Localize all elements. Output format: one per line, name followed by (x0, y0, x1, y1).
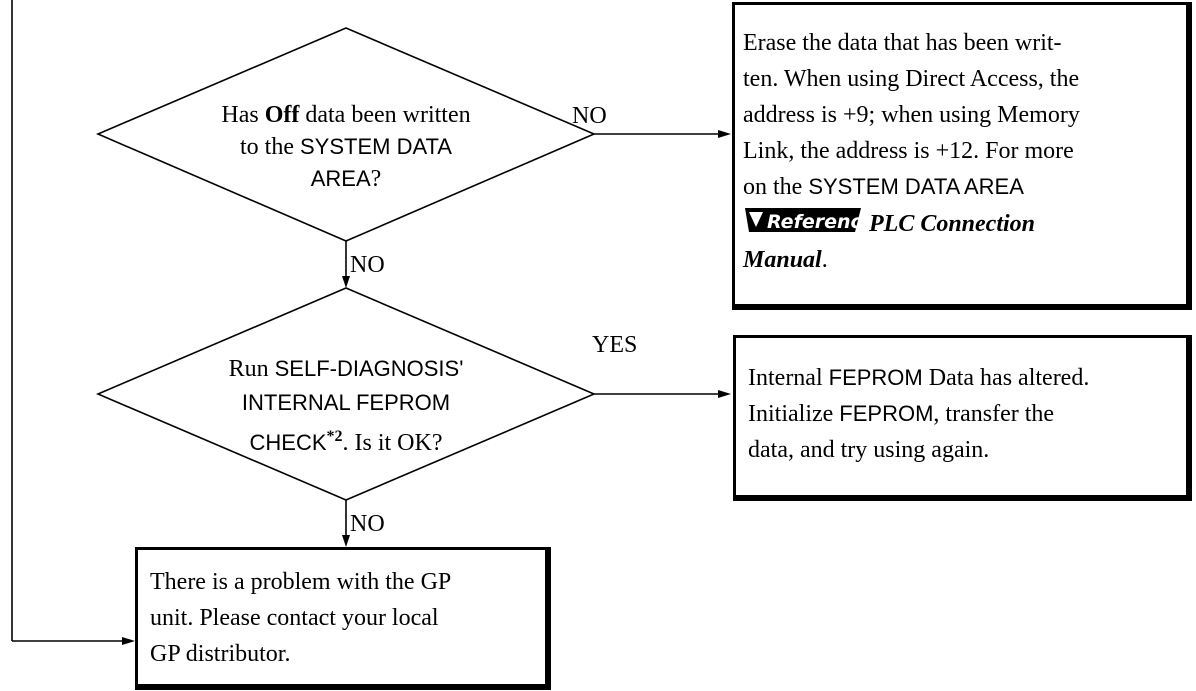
text-span: . (821, 247, 828, 273)
text-span: address is +9; when using Memory (743, 102, 1080, 128)
problem-box-line-2: unit. Please contact your local (150, 600, 539, 636)
text-span: . Is it OK? (342, 430, 443, 456)
bold-text-span: Off (264, 102, 300, 128)
decision-2-line-2: INTERNAL FEPROM (242, 390, 450, 416)
bold-italic-text-span: PLC Connection (863, 211, 1036, 237)
arrowhead-to-problem-box (122, 637, 135, 645)
reference-badge-icon: Reference (743, 205, 875, 235)
gp-problem-box: There is a problem with the GP unit. Ple… (135, 547, 551, 690)
text-span: data, and try using again. (748, 437, 990, 463)
text-span: ten. When using Direct Access, the (743, 66, 1080, 92)
text-span: unit. Please contact your local (150, 605, 439, 631)
text-span: data been written (299, 102, 471, 128)
sans-text-span: CHECK (249, 430, 327, 455)
arrowhead-d1-right (718, 130, 731, 138)
text-span: Has (221, 102, 265, 128)
sans-text-span: SELF-DIAGNOSIS' (274, 356, 464, 381)
decision-1-text: Has Off data been written to the SYSTEM … (98, 100, 594, 195)
sans-text-span: INTERNAL FEPROM (241, 390, 451, 415)
decision-1-no-label-down: NO (350, 252, 385, 278)
erase-box-line-7: Manual. (743, 242, 1180, 278)
decision-1-line-2: to the SYSTEM DATA (240, 134, 452, 160)
problem-box-line-3: GP distributor. (150, 636, 539, 672)
svg-text:Reference: Reference (767, 211, 863, 233)
text-span: There is a problem with the GP (150, 569, 452, 595)
sans-text-span: AREA (310, 166, 371, 191)
text-span: Run (228, 356, 275, 382)
text-span: Internal (748, 365, 829, 391)
sans-text-span: FEPROM (839, 401, 934, 426)
feprom-box-line-3: data, and try using again. (748, 432, 1180, 468)
decision-2-text: Run SELF-DIAGNOSIS' INTERNAL FEPROM CHEC… (98, 352, 594, 460)
text-span: Link, the address is +12. For more (743, 138, 1074, 164)
bold-italic-text-span: Manual (743, 247, 822, 273)
text-span: Initialize (748, 401, 840, 427)
decision-2-yes-label: YES (592, 332, 638, 358)
feprom-altered-box: Internal FEPROM Data has altered. Initia… (733, 335, 1192, 501)
arrowhead-d2-right (718, 390, 731, 398)
erase-box-line-3: address is +9; when using Memory (743, 97, 1180, 133)
text-span: to the (240, 134, 300, 160)
decision-1-no-label-right: NO (572, 103, 607, 129)
decision-2-line-1: Run SELF-DIAGNOSIS' (229, 356, 464, 382)
erase-box-line-2: ten. When using Direct Access, the (743, 61, 1180, 97)
footnote-superscript: *2 (326, 428, 343, 445)
arrowhead-d1-down (342, 276, 350, 288)
decision-1-line-3: AREA? (311, 166, 382, 192)
sans-text-span: SYSTEM DATA AREA (808, 174, 1024, 199)
text-span: on the (743, 174, 809, 200)
feprom-box-line-2: Initialize FEPROM, transfer the (748, 396, 1180, 432)
sans-text-span: SYSTEM DATA (300, 134, 452, 159)
feprom-box-line-1: Internal FEPROM Data has altered. (748, 360, 1180, 396)
sans-text-span: FEPROM (828, 365, 923, 390)
text-span: Data has altered. (922, 365, 1090, 391)
text-span: Erase the data that has been writ- (743, 30, 1062, 56)
text-span: ? (370, 166, 382, 192)
decision-2-no-label-down: NO (350, 511, 385, 537)
erase-box-line-1: Erase the data that has been writ- (743, 25, 1180, 61)
erase-box-line-5: on the SYSTEM DATA AREA (743, 169, 1180, 205)
text-span: , transfer the (933, 401, 1055, 427)
text-span: GP distributor. (150, 641, 291, 667)
decision-1-line-1: Has Off data been written (221, 102, 470, 128)
erase-box-line-4: Link, the address is +12. For more (743, 133, 1180, 169)
arrowhead-d2-down (342, 535, 350, 547)
decision-2-line-3: CHECK*2. Is it OK? (249, 428, 443, 456)
problem-box-line-1: There is a problem with the GP (150, 564, 539, 600)
erase-box-line-6: Reference PLC Connection (743, 205, 1180, 242)
erase-data-box: Erase the data that has been writ- ten. … (732, 2, 1192, 310)
